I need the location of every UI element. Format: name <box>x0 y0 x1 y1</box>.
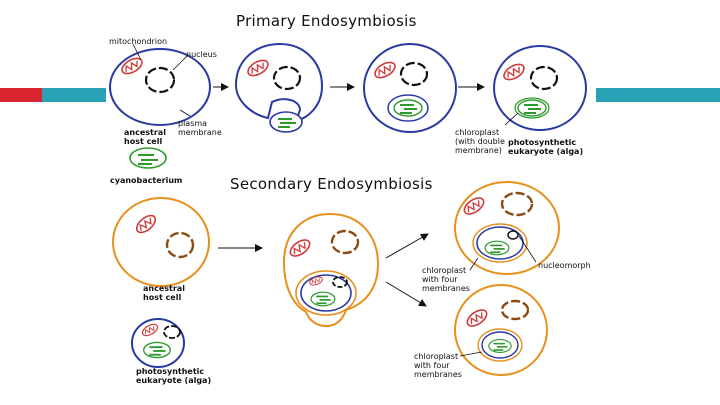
ancestral-host-cell-label-2: ancestral host cell <box>143 284 185 302</box>
photosynthetic-eukaryote-label-1: photosynthetic eukaryote (alga) <box>508 138 584 156</box>
mitochondrion-label: mitochondrion <box>109 37 168 46</box>
secondary-result-cell-four-membranes <box>454 284 548 376</box>
cyanobacterium-label: cyanobacterium <box>110 176 183 185</box>
secondary-result-cell-nucleomorph <box>454 181 560 275</box>
primary-intermediate-cell <box>363 43 457 133</box>
primary-title: Primary Endosymbiosis <box>236 12 417 30</box>
accent-bar-red <box>0 88 42 102</box>
chloroplast-two-membranes-label: chloroplast (with double membrane) <box>455 128 505 155</box>
primary-host-cell <box>109 43 211 126</box>
chloroplast-four-membranes-label-2: chloroplast with four membranes <box>414 352 462 379</box>
secondary-title: Secondary Endosymbiosis <box>230 175 433 193</box>
nucleomorph-label: nucleomorph <box>538 261 591 270</box>
photosynthetic-eukaryote-label-2: photosynthetic eukaryote (alga) <box>136 367 212 385</box>
nucleus-label: nucleus <box>186 50 217 59</box>
primary-photosynthetic-eukaryote <box>493 45 587 131</box>
secondary-alga <box>131 318 185 368</box>
plasma-membrane-label: plasma membrane <box>178 119 222 137</box>
ancestral-host-cell-label-1: ancestral host cell <box>124 128 166 146</box>
chloroplast-four-membranes-label-1: chloroplast with four membranes <box>422 266 470 293</box>
secondary-engulfment-cell <box>282 212 380 328</box>
accent-bar-teal-left <box>42 88 106 102</box>
accent-bar-teal-right <box>596 88 720 102</box>
primary-engulfment-cell <box>234 42 324 133</box>
cyanobacterium <box>129 147 167 169</box>
secondary-host-cell <box>112 197 210 287</box>
